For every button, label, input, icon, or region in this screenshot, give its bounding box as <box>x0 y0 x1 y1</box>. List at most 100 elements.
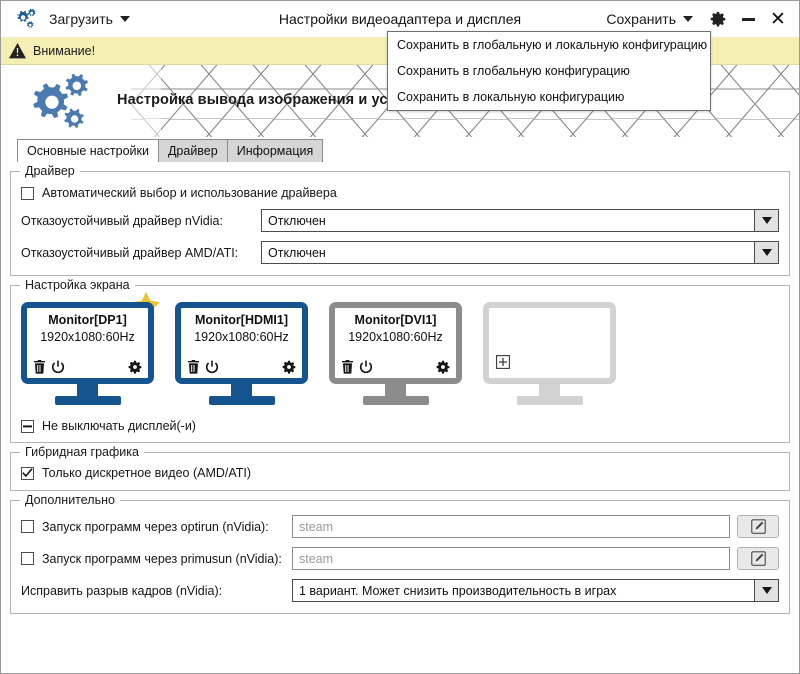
screen-group-legend: Настройка экрана <box>20 278 135 292</box>
optirun-row: Запуск программ через optirun (nVidia): … <box>21 515 779 538</box>
optirun-input[interactable]: steam <box>292 515 730 538</box>
screen-group: Настройка экрана Monitor[DP1] 1920x1080:… <box>10 278 790 443</box>
driver-group-legend: Драйвер <box>20 164 80 178</box>
save-dropdown-menu[interactable]: Сохранить в глобальную и локальную конфи… <box>387 31 711 111</box>
monitor-card-add[interactable] <box>483 302 616 405</box>
amd-fallback-label: Отказоустойчивый драйвер AMD/ATI: <box>21 245 239 260</box>
hybrid-group-legend: Гибридная графика <box>20 445 144 459</box>
monitor-resolution: 1920x1080:60Hz <box>194 330 289 344</box>
tab-information[interactable]: Информация <box>226 139 324 162</box>
monitor-base <box>54 396 121 405</box>
monitor-screen: Monitor[HDMI1] 1920x1080:60Hz <box>175 302 308 384</box>
tab-content: Драйвер Автоматический выбор и использов… <box>1 164 799 614</box>
discrete-video-row[interactable]: Только дискретное видео (AMD/ATI) <box>21 466 779 480</box>
monitor-screen: Monitor[DVI1] 1920x1080:60Hz <box>329 302 462 384</box>
tearing-fix-value: 1 вариант. Может снизить производительно… <box>299 583 617 598</box>
extra-group-legend: Дополнительно <box>20 493 120 507</box>
amd-fallback-value: Отключен <box>268 245 326 260</box>
app-gears-icon <box>7 8 41 30</box>
gears-logo-icon <box>19 73 101 136</box>
monitor-resolution: 1920x1080:60Hz <box>40 330 135 344</box>
plus-box-icon[interactable] <box>496 355 510 372</box>
warning-text: Внимание! <box>33 43 96 58</box>
monitor-name: Monitor[DP1] <box>48 313 127 327</box>
auto-driver-checkbox[interactable] <box>21 186 34 200</box>
tearing-fix-label: Исправить разрыв кадров (nVidia): <box>21 583 223 598</box>
load-button[interactable]: Загрузить <box>41 8 138 30</box>
gear-icon[interactable] <box>282 360 296 374</box>
optirun-edit-button[interactable] <box>737 515 779 538</box>
primusun-label: Запуск программ через primusun (nVidia): <box>42 551 282 566</box>
nvidia-fallback-row: Отказоустойчивый драйвер nVidia: Отключе… <box>21 209 779 232</box>
optirun-checkbox[interactable] <box>21 520 34 533</box>
no-power-off-checkbox[interactable] <box>21 419 34 433</box>
chevron-down-icon <box>683 16 693 22</box>
discrete-video-label: Только дискретное видео (AMD/ATI) <box>42 466 252 480</box>
window-controls: Сохранить ✕ <box>598 6 799 32</box>
monitor-neck <box>539 384 560 396</box>
minimize-button[interactable] <box>735 6 761 32</box>
monitor-list: Monitor[DP1] 1920x1080:60Hz <box>21 292 779 405</box>
trash-icon[interactable] <box>187 360 200 374</box>
tab-main-settings[interactable]: Основные настройки <box>17 139 159 162</box>
monitor-card-dp1[interactable]: Monitor[DP1] 1920x1080:60Hz <box>21 292 160 405</box>
monitor-resolution: 1920x1080:60Hz <box>348 330 443 344</box>
tab-bar: Основные настройки Драйвер Информация <box>1 137 799 162</box>
edit-pencil-icon <box>750 551 766 566</box>
chevron-down-icon[interactable] <box>754 580 778 601</box>
monitor-screen <box>483 302 616 384</box>
warning-triangle-icon <box>9 42 26 58</box>
monitor-card-dvi1[interactable]: Monitor[DVI1] 1920x1080:60Hz <box>329 302 462 405</box>
gear-icon[interactable] <box>436 360 450 374</box>
nvidia-fallback-value: Отключен <box>268 213 326 228</box>
monitor-name: Monitor[HDMI1] <box>194 313 289 327</box>
save-button-label: Сохранить <box>606 11 676 27</box>
nvidia-fallback-select[interactable]: Отключен <box>261 209 779 232</box>
chevron-down-icon[interactable] <box>754 210 778 231</box>
checkmark-icon <box>22 468 33 478</box>
monitor-name: Monitor[DVI1] <box>354 313 437 327</box>
gear-icon[interactable] <box>128 360 142 374</box>
settings-gear-icon[interactable] <box>705 6 731 32</box>
trash-icon[interactable] <box>341 360 354 374</box>
trash-icon[interactable] <box>33 360 46 374</box>
driver-group: Драйвер Автоматический выбор и использов… <box>10 164 790 276</box>
no-power-off-label: Не выключать дисплей(-и) <box>42 419 196 433</box>
monitor-neck <box>231 384 252 396</box>
chevron-down-icon[interactable] <box>754 242 778 263</box>
monitor-card-hdmi1[interactable]: Monitor[HDMI1] 1920x1080:60Hz <box>175 302 308 405</box>
tab-driver[interactable]: Драйвер <box>157 139 228 162</box>
close-button[interactable]: ✕ <box>765 6 791 32</box>
monitor-screen: Monitor[DP1] 1920x1080:60Hz <box>21 302 154 384</box>
optirun-label: Запуск программ через optirun (nVidia): <box>42 519 269 534</box>
auto-driver-row[interactable]: Автоматический выбор и использование дра… <box>21 186 779 200</box>
power-icon[interactable] <box>359 360 373 374</box>
primusun-edit-button[interactable] <box>737 547 779 570</box>
primusun-input[interactable]: steam <box>292 547 730 570</box>
menu-item-local[interactable]: Сохранить в локальную конфигурацию <box>397 90 625 104</box>
load-button-label: Загрузить <box>49 11 113 27</box>
menu-item-global[interactable]: Сохранить в глобальную конфигурацию <box>397 64 630 78</box>
discrete-video-checkbox[interactable] <box>21 466 34 480</box>
primusun-checkbox[interactable] <box>21 552 34 565</box>
save-button[interactable]: Сохранить <box>598 8 701 30</box>
hybrid-graphics-group: Гибридная графика Только дискретное виде… <box>10 445 790 491</box>
power-icon[interactable] <box>51 360 65 374</box>
monitor-icon-row <box>33 360 142 374</box>
indeterminate-dash-icon <box>23 424 32 427</box>
power-icon[interactable] <box>205 360 219 374</box>
monitor-base <box>516 396 583 405</box>
extra-group: Дополнительно Запуск программ через opti… <box>10 493 790 614</box>
tearing-fix-select[interactable]: 1 вариант. Может снизить производительно… <box>292 579 779 602</box>
nvidia-fallback-label: Отказоустойчивый драйвер nVidia: <box>21 213 223 228</box>
no-power-off-row[interactable]: Не выключать дисплей(-и) <box>21 419 779 433</box>
auto-driver-label: Автоматический выбор и использование дра… <box>42 186 337 200</box>
close-icon: ✕ <box>770 7 786 30</box>
monitor-neck <box>385 384 406 396</box>
primusun-row: Запуск программ через primusun (nVidia):… <box>21 547 779 570</box>
amd-fallback-select[interactable]: Отключен <box>261 241 779 264</box>
amd-fallback-row: Отказоустойчивый драйвер AMD/ATI: Отключ… <box>21 241 779 264</box>
menu-item-global-local[interactable]: Сохранить в глобальную и локальную конфи… <box>397 38 708 52</box>
monitor-icon-row <box>341 360 450 374</box>
